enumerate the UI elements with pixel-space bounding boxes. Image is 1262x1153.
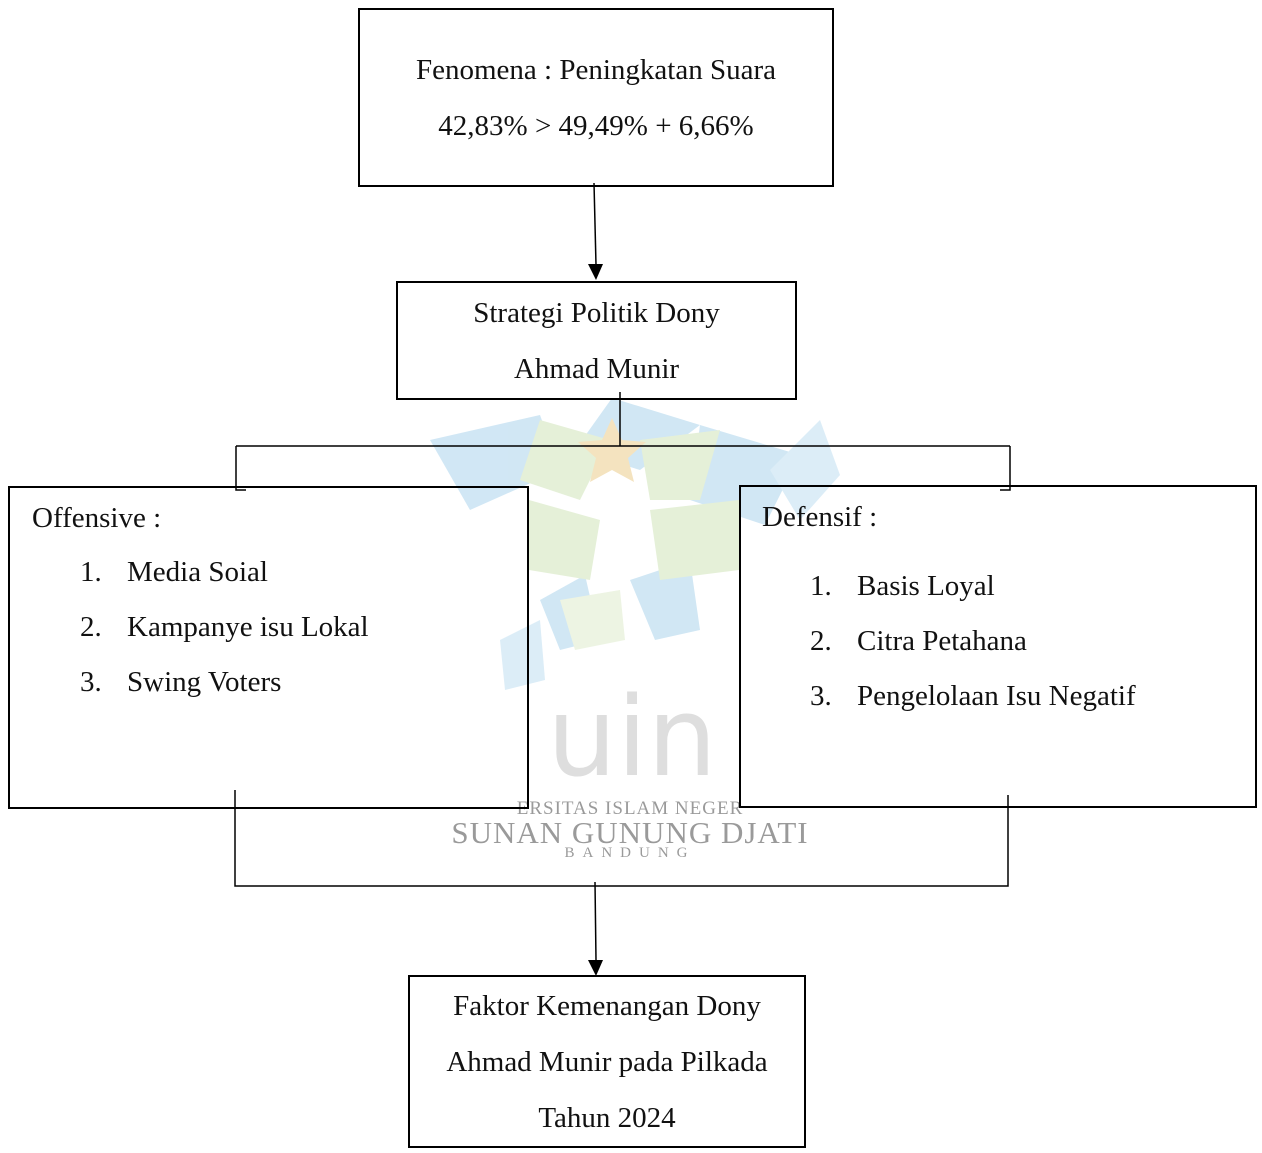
strategy-line-2: Ahmad Munir — [513, 352, 680, 385]
list-label: Kampanye isu Lokal — [127, 611, 369, 643]
phenomenon-title: Fenomena : Peningkatan Suara — [416, 53, 776, 86]
list-label: Basis Loyal — [857, 570, 995, 602]
watermark-petal — [500, 620, 545, 690]
offensive-box: Offensive : 1. Media Soial 2. Kampanye i… — [8, 486, 529, 809]
watermark-line-1: ERSITAS ISLAM NEGER — [516, 798, 744, 819]
watermark-line-3: BANDUNG — [564, 845, 696, 861]
result-line-3: Tahun 2024 — [538, 1101, 676, 1134]
split-bracket-left — [235, 446, 246, 491]
strategy-box: Strategi Politik Dony Ahmad Munir — [396, 281, 797, 400]
list-number: 1. — [810, 570, 832, 602]
result-box: Faktor Kemenangan Dony Ahmad Munir pada … — [408, 975, 806, 1148]
watermark-petal — [650, 500, 739, 580]
watermark-petal — [520, 420, 610, 500]
watermark-star — [578, 418, 646, 482]
defensive-heading: Defensif : — [762, 501, 878, 533]
list-number: 3. — [80, 666, 102, 698]
list-number: 1. — [80, 556, 102, 588]
watermark-petal — [690, 425, 800, 525]
offensive-heading: Offensive : — [32, 502, 162, 534]
arrowhead-to-strategy — [588, 264, 603, 280]
phenomenon-box: Fenomena : Peningkatan Suara 42,83% > 49… — [358, 8, 834, 187]
watermark-petal — [640, 430, 720, 500]
split-bracket-right — [1000, 446, 1011, 491]
list-label: Pengelolaan Isu Negatif — [857, 680, 1136, 712]
strategy-line-1: Strategi Politik Dony — [473, 296, 720, 329]
list-label: Media Soial — [127, 556, 268, 588]
arrowhead-to-result — [588, 960, 603, 976]
list-number: 2. — [810, 625, 832, 657]
result-line-1: Faktor Kemenangan Dony — [453, 989, 761, 1022]
list-label: Swing Voters — [127, 666, 282, 698]
list-number: 2. — [80, 611, 102, 643]
join-bracket — [234, 790, 1009, 887]
watermark-logo-text: uin — [547, 673, 717, 801]
defensive-box: Defensif : 1. Basis Loyal 2. Citra Petah… — [739, 485, 1257, 808]
arrow-phenomenon-to-strategy — [593, 182, 597, 266]
phenomenon-values: 42,83% > 49,49% + 6,66% — [438, 109, 754, 142]
list-number: 3. — [810, 680, 832, 712]
watermark-petal — [529, 500, 600, 580]
watermark-petal — [560, 590, 625, 650]
watermark-petal — [770, 420, 840, 520]
watermark-line-2: SUNAN GUNUNG DJATI — [451, 815, 809, 850]
result-line-2: Ahmad Munir pada Pilkada — [446, 1045, 768, 1078]
watermark-petal — [630, 560, 700, 640]
list-label: Citra Petahana — [857, 625, 1027, 657]
arrow-join-to-result — [594, 881, 597, 961]
